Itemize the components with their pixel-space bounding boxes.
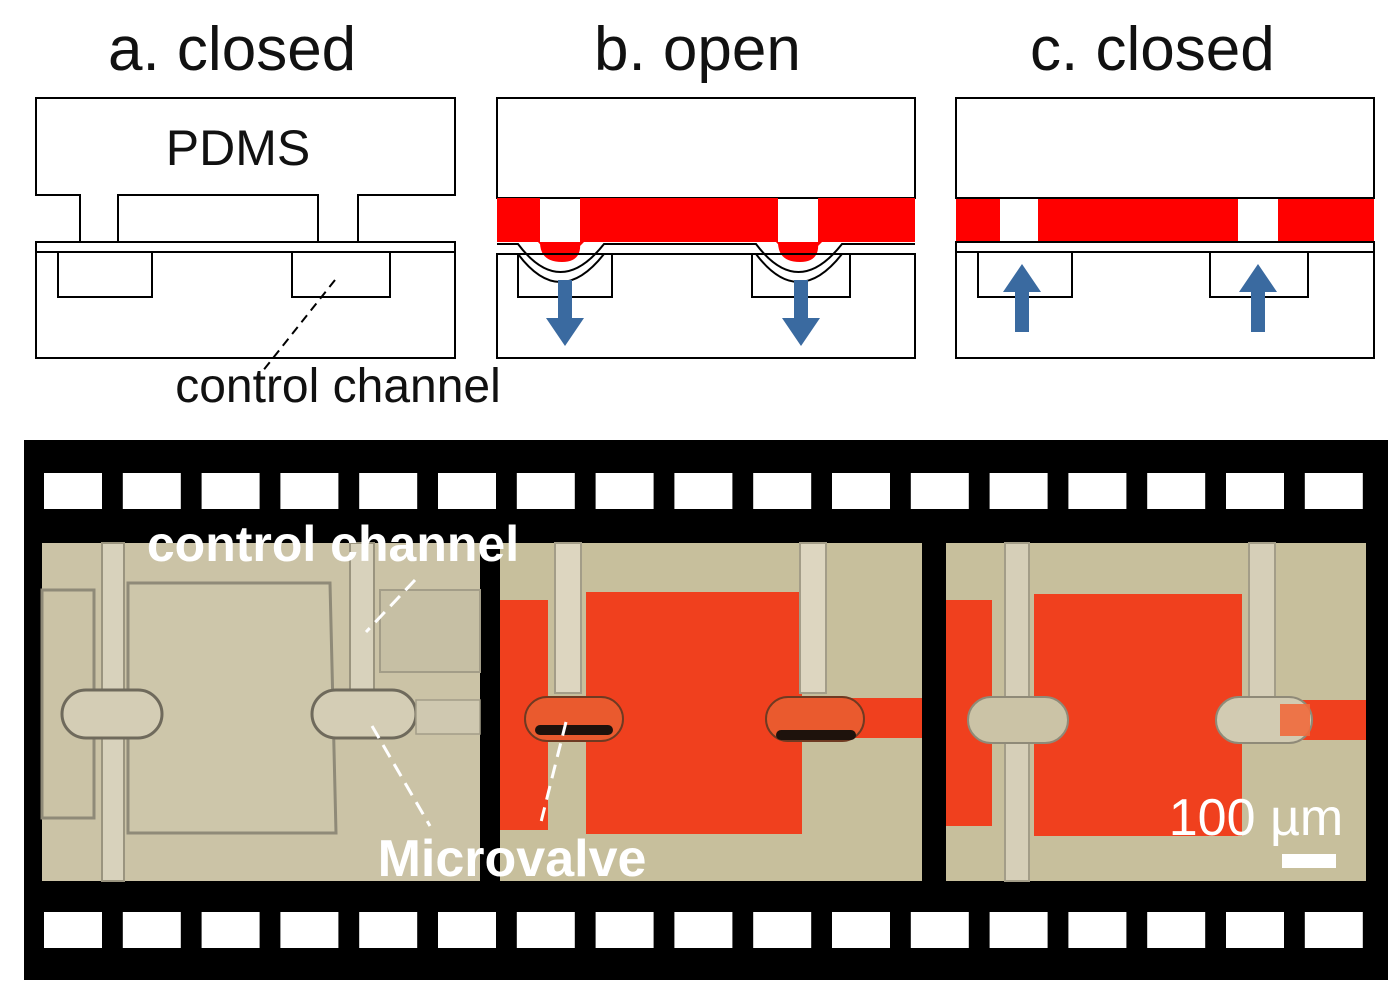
fluid-layer [1278, 198, 1374, 242]
fluid-bulge [538, 242, 584, 255]
sprocket-hole [122, 912, 181, 948]
sprocket-hole [832, 473, 890, 509]
sprocket-hole [910, 473, 969, 509]
sprocket-hole [359, 473, 418, 509]
fluid-layer [1038, 198, 1238, 242]
sprocket-hole [44, 473, 102, 509]
panel-title-a: a. closed [108, 15, 357, 84]
sprocket-hole [1304, 912, 1363, 948]
sprocket-hole [674, 912, 733, 948]
sprocket-hole [989, 912, 1048, 948]
sprocket-hole [201, 473, 260, 509]
sprocket-hole [516, 912, 575, 948]
sprocket-hole [438, 473, 496, 509]
fluid-bulge [776, 242, 822, 255]
sprocket-hole [1226, 912, 1284, 948]
control-channel-cavity [291, 251, 391, 298]
sprocket-hole [280, 473, 339, 509]
schematic-c [955, 97, 1375, 359]
sprocket-hole [122, 473, 181, 509]
schematic-a: PDMS control channel [35, 97, 501, 413]
micrograph-a [40, 542, 481, 882]
micrograph-c [946, 542, 1366, 882]
arrow-up-icon [1239, 264, 1277, 332]
sprocket-hole [595, 473, 654, 509]
sprocket-hole [201, 912, 260, 948]
pdms-layer [496, 97, 916, 199]
pdms-layer [35, 97, 456, 243]
membrane [497, 243, 915, 273]
schematic-b [496, 97, 916, 359]
pdms-label: PDMS [166, 120, 310, 176]
sprocket-hole [1226, 473, 1284, 509]
fluid-layer [956, 198, 1000, 242]
pdms-layer [955, 97, 1375, 199]
membrane [35, 241, 456, 253]
scale-bar [1282, 854, 1336, 868]
microvalve-label: Microvalve [378, 830, 647, 888]
sprocket-hole [674, 473, 733, 509]
sprocket-hole [1068, 912, 1127, 948]
sprocket-row-bottom [44, 912, 1363, 948]
sprocket-row-top [44, 473, 1363, 509]
sprocket-hole [1068, 473, 1127, 509]
pointer-line [364, 578, 417, 634]
pointer-line [370, 725, 432, 827]
sprocket-hole [1147, 912, 1206, 948]
sprocket-hole [832, 912, 890, 948]
membrane [955, 241, 1375, 253]
panel-title-b: b. open [594, 15, 801, 84]
sprocket-hole [910, 912, 969, 948]
sprocket-hole [44, 912, 102, 948]
scale-bar-label: 100 µm [1169, 789, 1343, 847]
sprocket-hole [989, 473, 1048, 509]
arrow-up-icon [1003, 264, 1041, 332]
film-strip: control channel Microvalve 100 µm [24, 440, 1388, 980]
pointer-line [261, 279, 336, 373]
sprocket-hole [438, 912, 496, 948]
sprocket-hole [516, 473, 575, 509]
micrograph-b [500, 542, 922, 881]
sprocket-hole [359, 912, 418, 948]
sprocket-hole [1147, 473, 1206, 509]
panel-title-c: c. closed [1030, 15, 1275, 84]
sprocket-hole [595, 912, 654, 948]
sprocket-hole [1304, 473, 1363, 509]
control-channel-label: control channel [175, 360, 501, 413]
control-channel-cavity [57, 251, 153, 298]
pointer-line [538, 721, 568, 827]
sprocket-hole [280, 912, 339, 948]
sprocket-hole [753, 912, 812, 948]
arrow-down-icon [782, 280, 820, 346]
substrate [496, 253, 916, 359]
arrow-down-icon [546, 280, 584, 346]
photo-control-channel-label: control channel [147, 516, 519, 572]
sprocket-hole [753, 473, 812, 509]
